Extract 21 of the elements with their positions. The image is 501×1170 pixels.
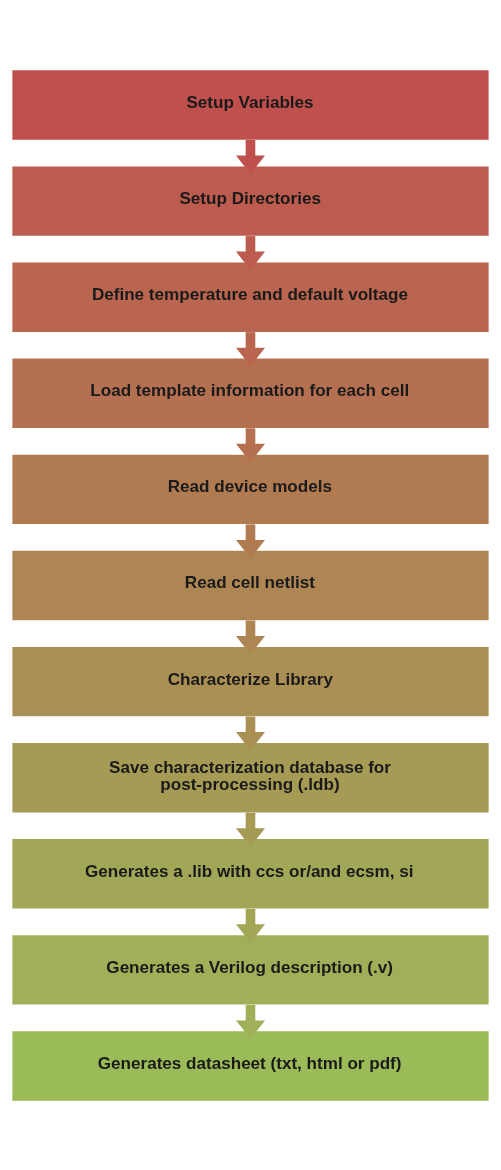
node-box: Setup Directories bbox=[12, 165, 489, 236]
arrow bbox=[236, 716, 265, 751]
arrow bbox=[236, 620, 265, 654]
node-box: Load template information for each cell bbox=[12, 358, 489, 428]
node-box: Setup Variables bbox=[12, 69, 489, 140]
node-box: Read device models bbox=[12, 454, 489, 524]
node-box: Define temperature and default voltage bbox=[12, 262, 489, 332]
arrow bbox=[236, 812, 265, 847]
node-box: Generates datasheet (txt, html or pdf) bbox=[12, 1030, 489, 1101]
arrow bbox=[236, 908, 265, 943]
arrow bbox=[236, 427, 265, 462]
node-box: Save characterization database for post-processing (.ldb) bbox=[12, 742, 489, 812]
arrow bbox=[236, 1004, 265, 1039]
arrow bbox=[236, 331, 265, 366]
node-box: Characterize Library bbox=[12, 646, 489, 716]
arrow bbox=[236, 235, 265, 270]
node-box: Generates a Verilog description (.v) bbox=[12, 934, 489, 1005]
node-box: Read cell netlist bbox=[12, 550, 489, 620]
arrow bbox=[236, 523, 265, 558]
arrow bbox=[236, 139, 265, 174]
node-box: Generates a .lib with ccs or/and ecsm, si bbox=[12, 838, 489, 908]
